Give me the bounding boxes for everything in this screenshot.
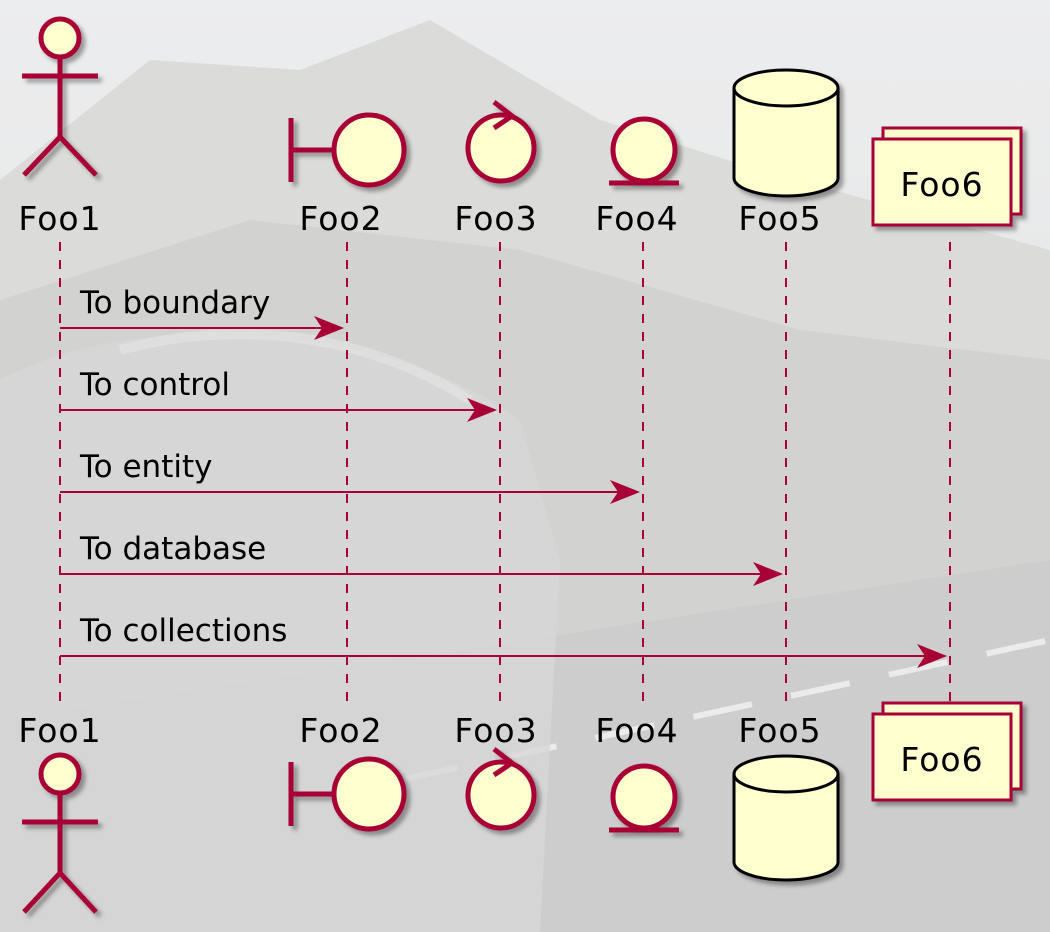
message-label: To database	[79, 531, 266, 567]
message-to-boundary: To boundary	[60, 285, 344, 340]
message-label: To entity	[79, 449, 212, 485]
boundary-icon-bottom	[288, 756, 407, 832]
entity-icon-bottom	[609, 763, 679, 833]
control-icon-bottom	[465, 747, 537, 831]
participant-label-foo6-top: Foo6	[900, 165, 983, 204]
collections-icon-top	[871, 126, 1023, 227]
participant-label-foo2-bottom: Foo2	[299, 711, 382, 750]
message-to-collections: To collections	[60, 613, 947, 668]
participant-label-foo2-top: Foo2	[299, 199, 382, 238]
participant-label-foo4-top: Foo4	[595, 199, 678, 238]
lifelines	[59, 242, 951, 702]
database-icon-bottom	[732, 754, 840, 882]
participant-label-foo6-bottom: Foo6	[900, 740, 983, 779]
collections-icon-bottom	[871, 701, 1023, 802]
actor-icon-bottom	[22, 752, 98, 914]
database-icon-top	[732, 68, 840, 198]
control-icon-top	[465, 100, 537, 184]
boundary-icon-top	[288, 112, 407, 188]
participant-label-foo5-bottom: Foo5	[738, 711, 821, 750]
participant-label-foo4-bottom: Foo4	[595, 711, 678, 750]
participant-label-foo3-bottom: Foo3	[454, 711, 537, 750]
message-label: To boundary	[79, 285, 270, 321]
entity-icon-top	[609, 116, 679, 186]
message-to-control: To control	[60, 367, 497, 422]
participant-label-foo1-top: Foo1	[18, 199, 101, 238]
message-label: To control	[79, 367, 230, 403]
participant-label-foo3-top: Foo3	[454, 199, 537, 238]
message-to-database: To database	[60, 531, 783, 586]
message-to-entity: To entity	[60, 449, 640, 504]
message-label: To collections	[79, 613, 287, 649]
participant-label-foo5-top: Foo5	[738, 199, 821, 238]
actor-icon-top	[22, 16, 98, 177]
participant-label-foo1-bottom: Foo1	[18, 711, 101, 750]
